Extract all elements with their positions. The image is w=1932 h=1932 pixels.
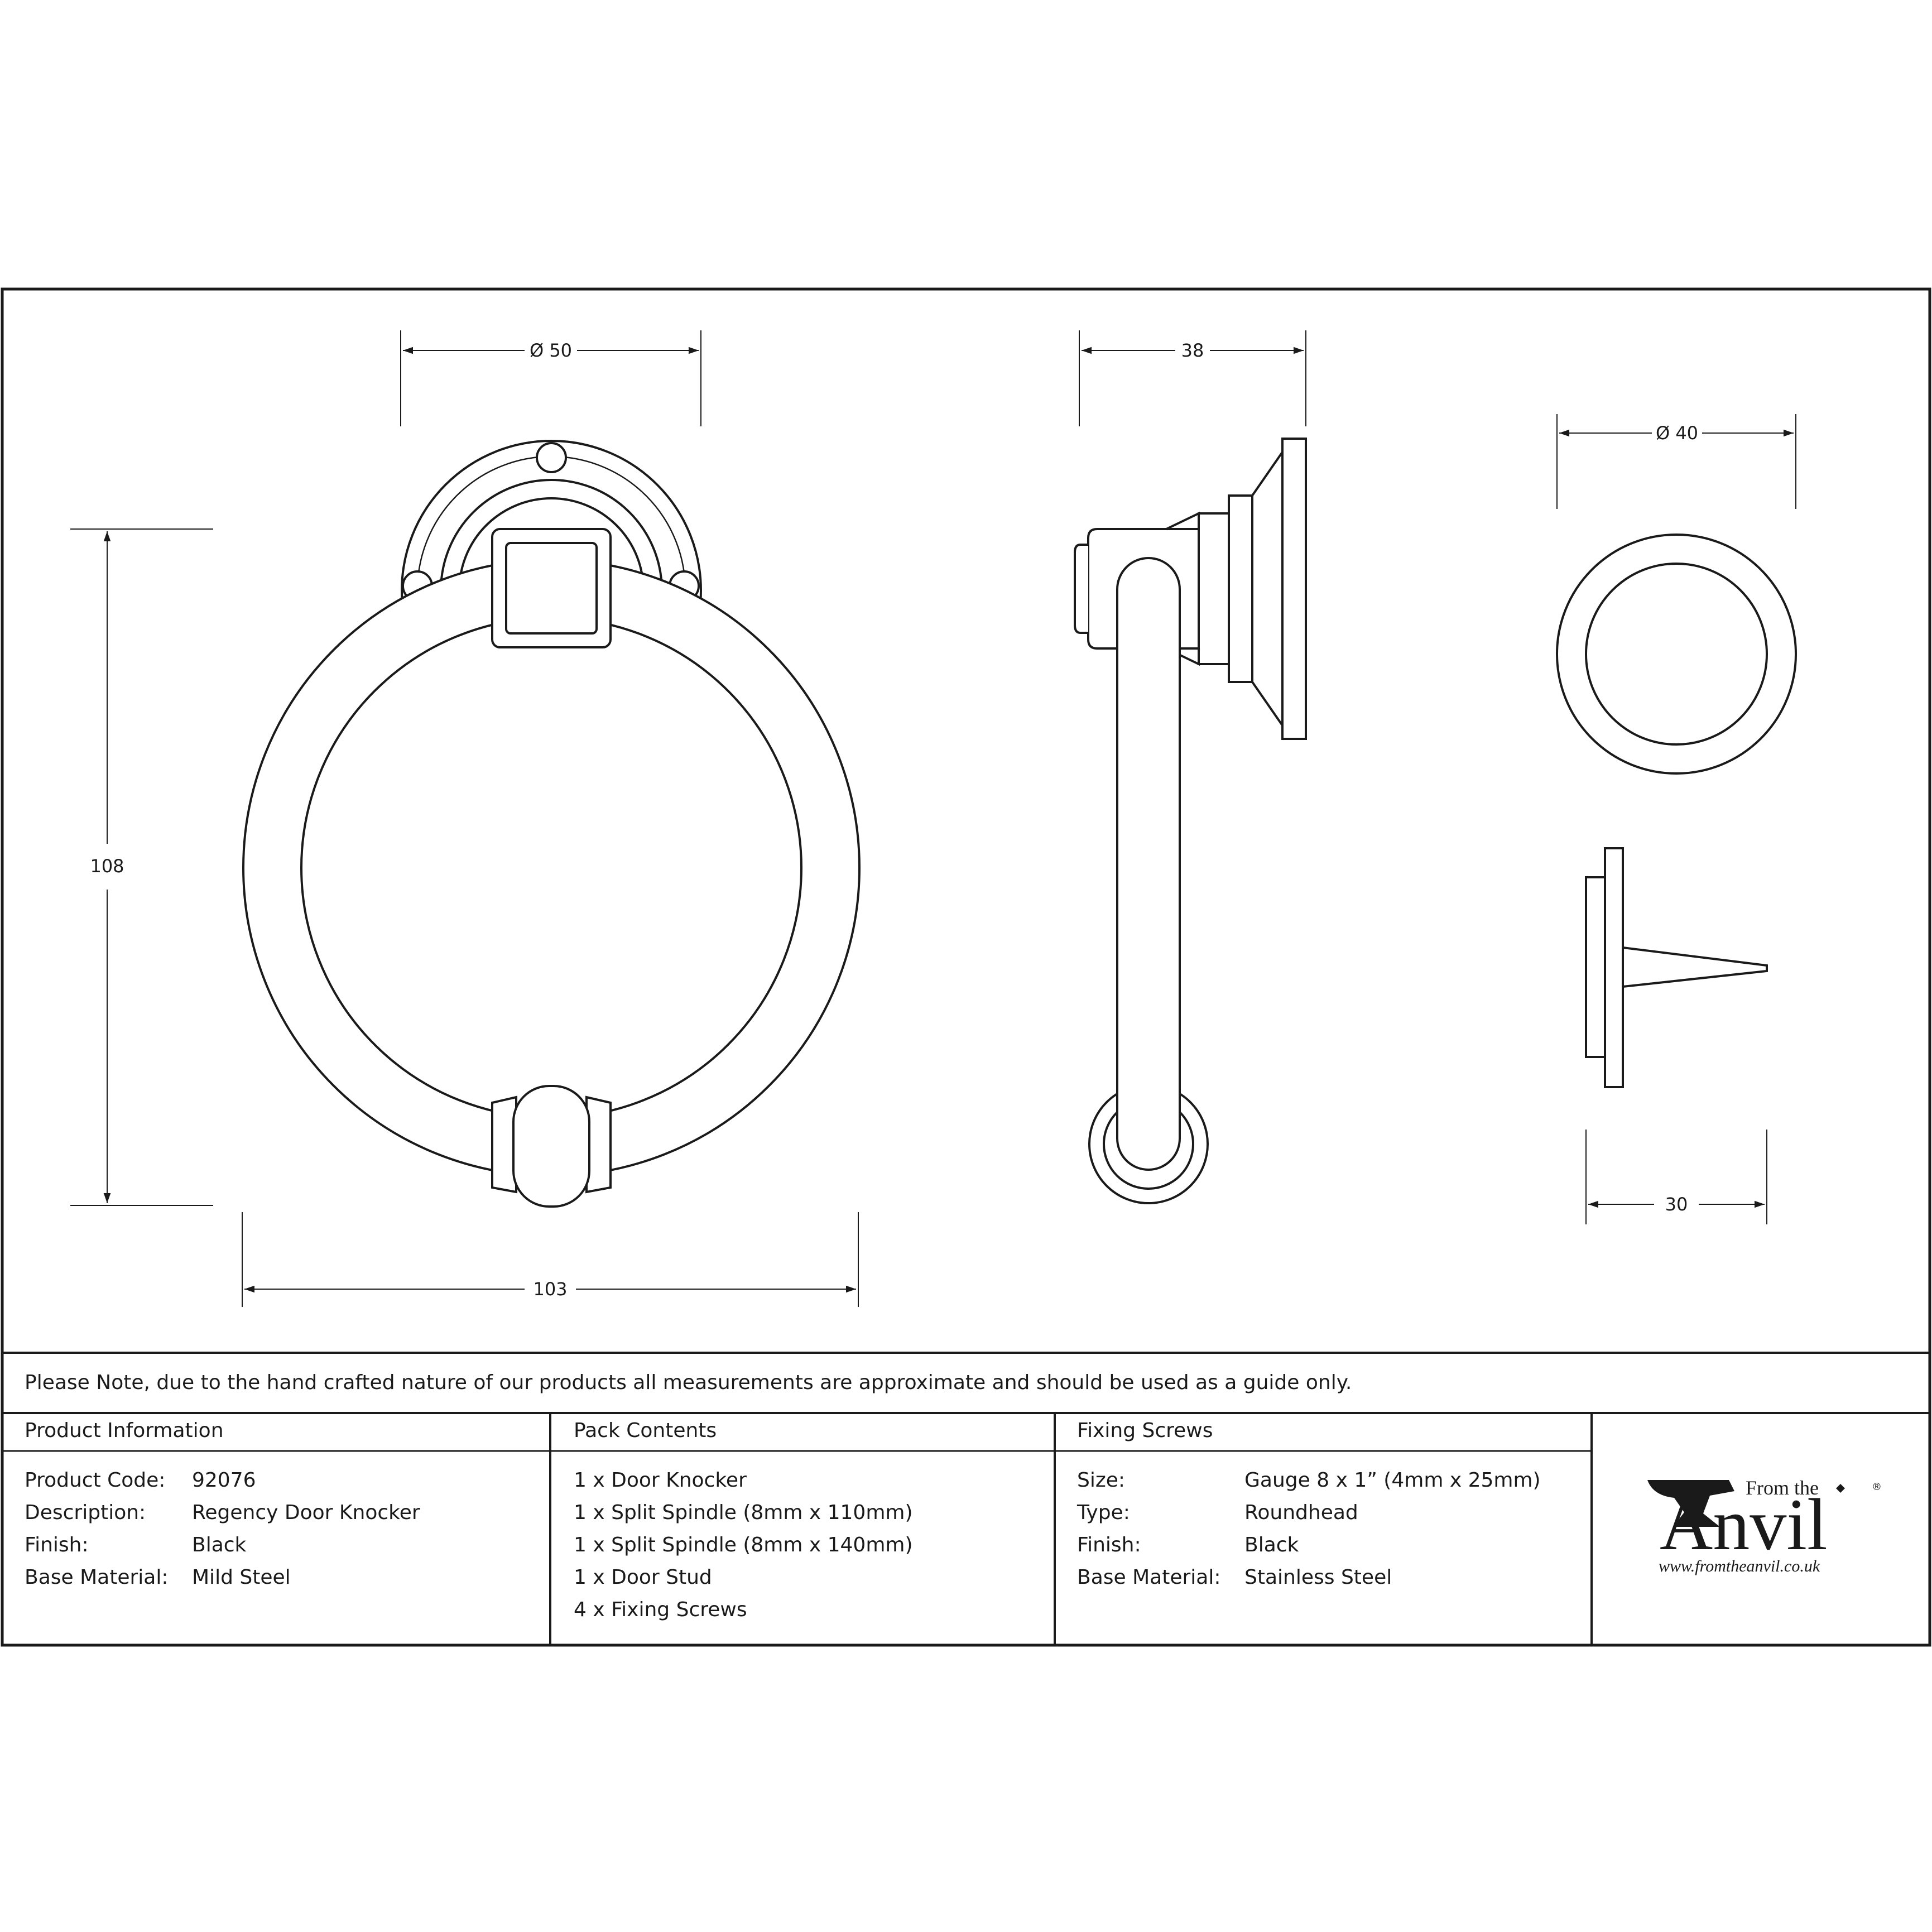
dimension-label-stud-diameter: Ø 40 [1656, 422, 1698, 444]
door-stud-dome [1585, 876, 1606, 1058]
product-information-rows: Product Code: 92076 Description: Regency… [25, 1469, 420, 1589]
door-stud-spike [1622, 946, 1768, 988]
screw-finish-label: Finish: [1077, 1534, 1141, 1556]
logo-website: www.fromtheanvil.co.uk [1659, 1557, 1820, 1575]
logo-brand: Anvil [1660, 1483, 1828, 1565]
screw-material-value: Stainless Steel [1244, 1566, 1392, 1589]
screw-material-label: Base Material: [1077, 1566, 1220, 1589]
pack-contents-list: 1 x Door Knocker 1 x Split Spindle (8mm … [574, 1469, 913, 1621]
dimension-height [70, 528, 213, 1206]
description-label: Description: [25, 1501, 146, 1524]
screw-size-value: Gauge 8 x 1” (4mm x 25mm) [1244, 1469, 1541, 1492]
door-stud-front-view [1556, 534, 1797, 775]
side-rose-step-1 [1228, 494, 1253, 683]
screw-size-label: Size: [1077, 1469, 1125, 1492]
fixing-screws-rows: Size: Gauge 8 x 1” (4mm x 25mm) Type: Ro… [1076, 1469, 1541, 1589]
side-view [1074, 438, 1307, 1204]
dimension-label-stud-projection: 30 [1665, 1194, 1688, 1215]
side-rose-step-2 [1198, 512, 1230, 665]
anvil-icon [1647, 1480, 1734, 1527]
striker-collar-right [585, 1095, 612, 1194]
side-backplate [1281, 438, 1307, 740]
door-stud-inner [1585, 563, 1768, 746]
base-material-value: Mild Steel [192, 1566, 291, 1589]
knocker-ring-inner [300, 617, 802, 1119]
diamond-icon [1836, 1484, 1845, 1493]
screw-hole-top [536, 442, 567, 473]
screw-finish-value: Black [1244, 1534, 1299, 1556]
dimension-rose-diameter [400, 330, 701, 426]
logo-from-the: From the [1746, 1477, 1819, 1499]
base-material-label: Base Material: [25, 1566, 168, 1589]
product-information-heading: Product Information [25, 1419, 224, 1442]
dimension-label-width: 103 [533, 1279, 567, 1300]
side-ring-bar [1116, 557, 1181, 1171]
pack-item: 1 x Split Spindle (8mm x 110mm) [574, 1501, 913, 1524]
pack-item: 1 x Door Knocker [574, 1469, 747, 1492]
dimension-label-rose-diameter: Ø 50 [530, 340, 572, 361]
dimension-stud-projection [1585, 1130, 1767, 1224]
dimension-label-height: 108 [90, 856, 124, 877]
striker-barrel [512, 1085, 590, 1208]
disclaimer-note: Please Note, due to the hand crafted nat… [25, 1371, 1352, 1394]
fixing-screws-heading: Fixing Screws [1077, 1419, 1213, 1442]
description-value: Regency Door Knocker [192, 1501, 420, 1524]
finish-label: Finish: [25, 1534, 89, 1556]
dimension-width [242, 1212, 859, 1307]
product-code-value: 92076 [192, 1469, 256, 1492]
pack-item: 4 x Fixing Screws [574, 1598, 747, 1621]
door-stud-side-view [1585, 847, 1768, 1088]
dimension-projection [1079, 330, 1306, 426]
screw-type-value: Roundhead [1244, 1501, 1358, 1524]
drawing-frame [1, 287, 1931, 1647]
product-code-label: Product Code: [25, 1469, 165, 1492]
screw-type-label: Type: [1076, 1501, 1130, 1524]
pack-contents-heading: Pack Contents [574, 1419, 717, 1442]
pack-item: 1 x Split Spindle (8mm x 140mm) [574, 1534, 913, 1556]
front-view [242, 440, 861, 1208]
side-pivot-lug [1074, 544, 1088, 634]
dimension-stud-diameter [1556, 414, 1796, 509]
striker-collar-left [491, 1095, 517, 1194]
logo-registered-mark: ® [1872, 1481, 1882, 1493]
pack-item: 1 x Door Stud [574, 1566, 712, 1589]
door-stud-plate [1604, 847, 1624, 1088]
finish-value: Black [192, 1534, 247, 1556]
from-the-anvil-logo: From the ® Anvil www.fromtheanvil.co.uk [1647, 1477, 1882, 1575]
side-rose-taper [1251, 448, 1284, 729]
pivot-block-inner [505, 542, 598, 635]
dimension-label-projection: 38 [1181, 340, 1204, 361]
